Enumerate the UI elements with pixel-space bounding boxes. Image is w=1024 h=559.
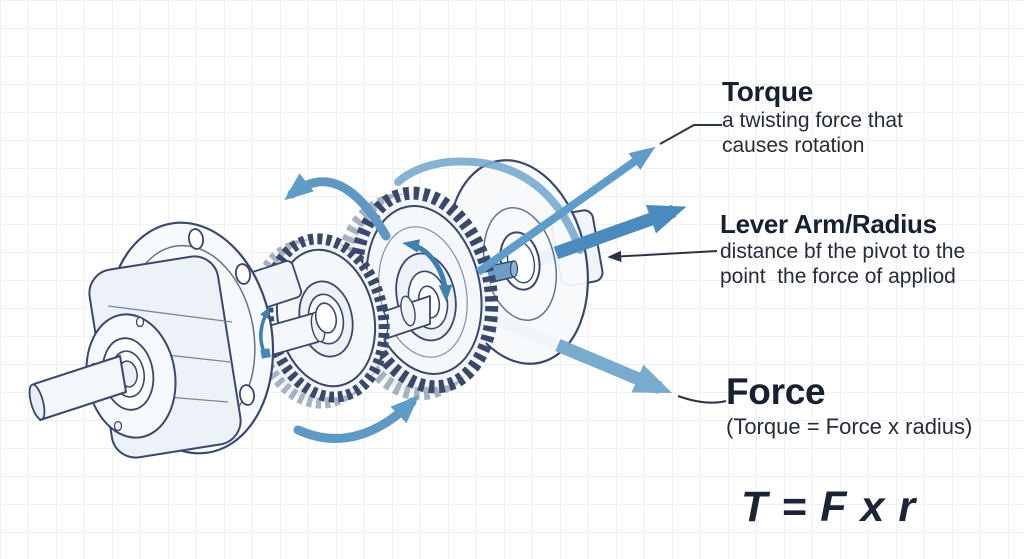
rotation-arc-spur-hub <box>402 239 453 302</box>
force-desc-line-1: (Torque = Force x radius) <box>726 414 973 439</box>
torque-title: Torque <box>722 76 814 107</box>
lever-arm-arrow <box>553 204 687 260</box>
rotation-arrow-bottom <box>293 395 420 443</box>
motor-assembly <box>28 221 303 459</box>
force-title: Force <box>726 371 826 412</box>
torque-desc-line-1: a twisting force that <box>722 109 903 132</box>
lever-arm-desc-line-1: distance bf the pivot to the <box>720 240 966 263</box>
force-arrow <box>555 339 673 394</box>
annotation-lever-arm: Lever Arm/Radius distance bf the pivot t… <box>720 209 965 289</box>
motor-shaft <box>28 355 127 421</box>
annotation-torque: Torque a twisting force that causes rota… <box>722 76 903 158</box>
rotation-indicator-shaft <box>259 306 271 359</box>
torque-desc-line-2: causes rotation <box>722 134 865 157</box>
annotation-force: Force (Torque = Force x radius) <box>726 372 972 440</box>
torque-arrow <box>475 146 656 276</box>
lever-callout-line <box>607 250 718 262</box>
lever-arm-desc-line-2: point the force of appliod <box>720 265 956 288</box>
torque-callout-line <box>659 124 722 145</box>
force-callout-line <box>677 395 727 404</box>
formula-text: T = F x r <box>741 483 917 531</box>
lever-arm-title: Lever Arm/Radius <box>720 209 937 239</box>
rotation-arrow-pinion <box>284 173 391 241</box>
